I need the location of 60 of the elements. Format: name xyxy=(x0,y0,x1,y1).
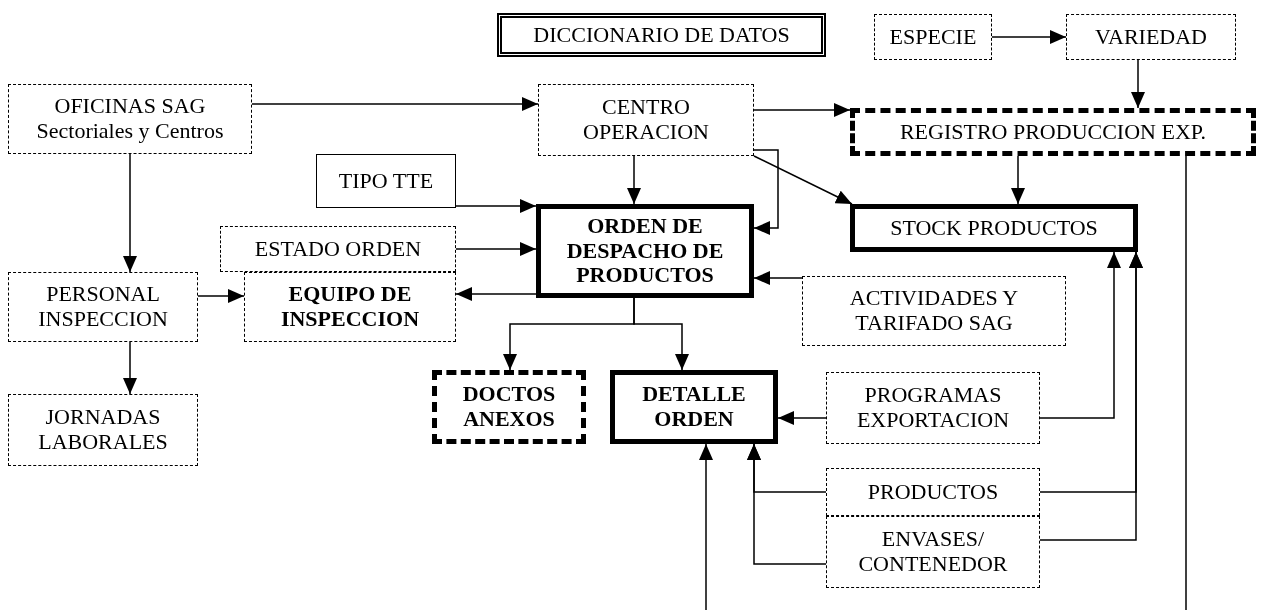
entity-label: JORNADAS LABORALES xyxy=(37,405,169,455)
entity-box xyxy=(826,468,1040,516)
entity-label: CENTRO OPERACION xyxy=(582,95,710,145)
entity-box xyxy=(220,226,456,272)
arrow xyxy=(1131,59,1145,109)
entity-label: ESPECIE xyxy=(889,24,977,50)
entity-box xyxy=(244,272,456,342)
entity-label: PERSONAL INSPECCION xyxy=(37,282,169,332)
arrow xyxy=(1039,251,1143,541)
entity-label: PROGRAMAS EXPORTACION xyxy=(855,383,1011,433)
arrow xyxy=(123,153,137,273)
arrow xyxy=(753,103,851,117)
arrow xyxy=(991,30,1067,44)
entity-label: ORDEN DE DESPACHO DE PRODUCTOS xyxy=(565,214,725,288)
entity-box xyxy=(826,372,1040,444)
entity-box xyxy=(536,204,754,298)
entity-label: ESTADO ORDEN xyxy=(254,236,422,262)
entity-label: OFICINAS SAG xyxy=(54,94,206,119)
entity-label: ACTIVIDADES Y TARIFADO SAG xyxy=(848,286,1020,336)
arrow xyxy=(753,149,779,235)
arrow xyxy=(197,289,245,303)
title-box: DICCIONARIO DE DATOS xyxy=(497,13,826,57)
arrow xyxy=(627,155,641,205)
entity-box xyxy=(850,108,1256,156)
arrow xyxy=(455,199,537,213)
entity-box xyxy=(8,84,252,154)
entity-label: REGISTRO PRODUCCION EXP. xyxy=(899,119,1207,145)
entity-label: DOCTOS ANEXOS xyxy=(461,382,557,432)
arrow xyxy=(753,155,853,205)
entity-box xyxy=(850,204,1138,252)
entity-box xyxy=(874,14,992,60)
connector-line xyxy=(1185,155,1187,610)
entity-box xyxy=(8,394,198,466)
arrow xyxy=(1011,155,1025,205)
entity-label: VARIEDAD xyxy=(1094,24,1207,50)
arrow xyxy=(123,341,137,395)
entity-label: TIPO TTE xyxy=(338,168,434,194)
entity-label: EQUIPO DE INSPECCION xyxy=(279,282,421,332)
entity-label: PRODUCTOS xyxy=(867,479,999,505)
entity-box xyxy=(538,84,754,156)
arrow xyxy=(1039,251,1121,419)
arrow xyxy=(455,287,537,301)
entity-label: STOCK PRODUCTOS xyxy=(890,215,1098,241)
entity-box xyxy=(432,370,586,444)
entity-box xyxy=(8,272,198,342)
arrow xyxy=(747,443,827,565)
arrow xyxy=(753,271,803,285)
arrow xyxy=(251,97,539,111)
entity-box xyxy=(1066,14,1236,60)
entity-label: ENVASES/ CONTENEDOR xyxy=(857,527,1009,577)
entity-box xyxy=(610,370,778,444)
entity-label: Sectoriales y Centros xyxy=(36,119,224,144)
arrow xyxy=(455,242,537,256)
arrow xyxy=(633,297,689,371)
arrow xyxy=(777,411,827,425)
entity-box xyxy=(316,154,456,208)
entity-box xyxy=(802,276,1066,346)
entity-box xyxy=(826,516,1040,588)
entity-label: DETALLE ORDEN xyxy=(641,382,747,432)
arrow xyxy=(699,443,713,610)
